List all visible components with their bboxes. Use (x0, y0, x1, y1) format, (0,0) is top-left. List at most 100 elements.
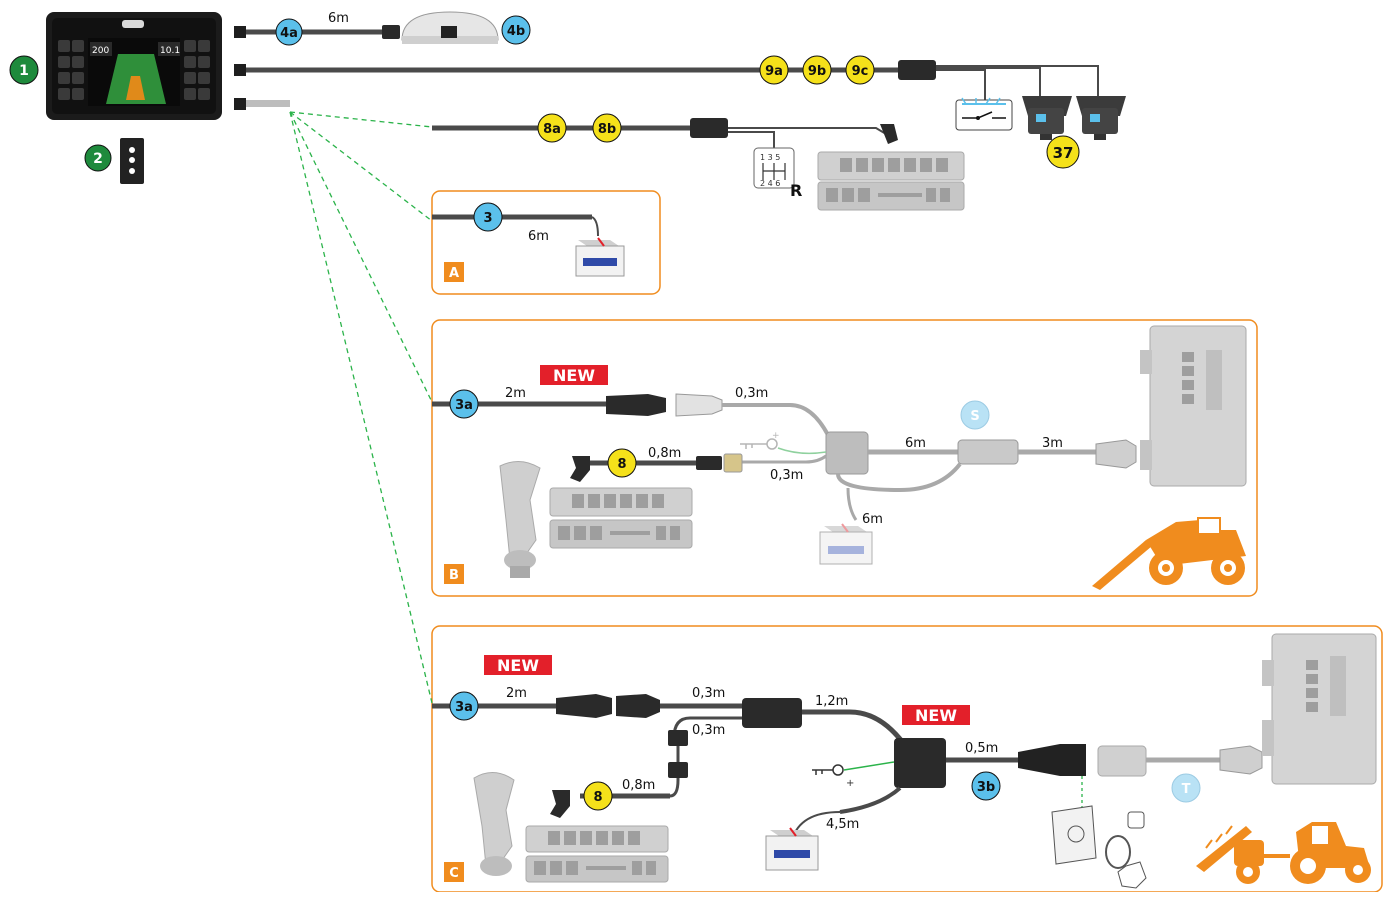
b-grey-split-bottom (740, 454, 827, 464)
connector-9 (898, 60, 936, 80)
badge-4a-label: 4a (280, 26, 298, 41)
c-joy-plug-mid (668, 762, 688, 778)
ignition-key-icon: + (740, 431, 780, 450)
gps-plug (382, 25, 400, 39)
new-badge-c2: NEW (902, 705, 970, 725)
gear-bottom: 2 4 6 (760, 179, 780, 188)
c-mid-cable (802, 709, 906, 746)
mount-bracket-icon (120, 138, 144, 184)
badge-3a-b-label: 3a (455, 398, 473, 413)
switch-box-icon (549, 487, 693, 549)
length-b-batt: 6m (862, 512, 883, 527)
switch-box-icon (525, 825, 669, 883)
c-joy-elbow (550, 790, 570, 818)
c-plug-right (616, 694, 660, 718)
c-joy-plug-top (668, 730, 688, 746)
badge-8-b: 8 (607, 448, 637, 478)
length-c-joy: 0,8m (622, 778, 655, 793)
display-left-value: 200 (92, 46, 109, 56)
badge-9b: 9b (802, 55, 832, 85)
c-batt-cable (839, 786, 902, 814)
panel-b-tag: B (444, 564, 464, 584)
svg-text:+: + (846, 778, 854, 789)
a-cable-lead (591, 216, 599, 237)
new-badge-c: NEW (484, 655, 552, 675)
badge-8a: 8a (537, 113, 567, 143)
b-joy-elbow (570, 456, 590, 482)
b-s-connector (957, 439, 1019, 465)
connector-8 (690, 118, 728, 138)
badge-t-label: T (1182, 782, 1191, 797)
badge-37: 37 (1046, 135, 1080, 169)
ignition-key-icon: + (812, 764, 854, 789)
camera-icon (1022, 96, 1072, 140)
new-badge-b-label: NEW (553, 366, 595, 385)
connector-3-fade (246, 100, 290, 107)
badge-37-label: 37 (1053, 144, 1074, 162)
panel-a-frame (431, 190, 661, 295)
badge-3-label: 3 (483, 211, 492, 226)
badge-2-label: 2 (93, 151, 103, 167)
gear-reverse: R (790, 181, 802, 200)
gps-antenna-icon (401, 11, 499, 44)
joystick-icon (499, 461, 541, 578)
badge-3: 3 (473, 202, 503, 232)
badge-2: 2 (84, 144, 112, 172)
sprayer-switch-icon (955, 97, 1013, 131)
c-right-plug (1219, 745, 1263, 775)
badge-3a-c: 3a (449, 691, 479, 721)
elbow-plug (880, 124, 898, 144)
new-badge-c2-label: NEW (915, 706, 957, 725)
badge-9a: 9a (759, 55, 789, 85)
camera-icon (1076, 96, 1126, 140)
control-unit-icon (1262, 633, 1377, 785)
length-b-right: 3m (1042, 436, 1063, 451)
length-gps: 6m (328, 11, 349, 26)
c-junction (742, 698, 802, 728)
c-adapter (894, 738, 946, 788)
badge-8-b-label: 8 (617, 457, 626, 472)
b-joy-plug (696, 456, 722, 470)
battery-icon (575, 237, 625, 277)
panel-b-frame (431, 319, 1258, 597)
c-round-plug-grey (1097, 745, 1147, 777)
b-joy-plug-grey (723, 453, 743, 473)
c-key-wire (843, 761, 895, 771)
length-c-split-bottom: 0,3m (692, 723, 725, 738)
c-plug-left (556, 694, 612, 718)
display-right-value: 10.1 (160, 46, 180, 56)
badge-3a-c-label: 3a (455, 700, 473, 715)
badge-8-c-label: 8 (593, 790, 602, 805)
b-plug-grey (675, 393, 723, 417)
tractor-sprayer-icon (1196, 822, 1371, 884)
length-c-mid: 1,2m (815, 694, 848, 709)
mount-plate-icon (1051, 805, 1147, 889)
badge-3b: 3b (971, 771, 1001, 801)
length-c-main: 2m (506, 686, 527, 701)
length-b-split-top: 0,3m (735, 386, 768, 401)
control-unit-icon (1140, 325, 1247, 487)
panel-c-tag: C (444, 862, 464, 882)
badge-s: S (960, 400, 990, 430)
joystick-icon (473, 772, 515, 876)
length-c-batt: 4,5m (826, 817, 859, 832)
badge-9a-label: 9a (765, 64, 783, 79)
switch-box-icon (817, 151, 965, 211)
badge-9b-label: 9b (808, 64, 826, 79)
display-connectors (234, 26, 246, 110)
c-joy-cable-v (669, 738, 680, 798)
new-badge-c-label: NEW (497, 656, 539, 675)
battery-icon (765, 827, 819, 871)
panel-a-tag: A (444, 262, 464, 282)
badge-1-label: 1 (19, 63, 29, 79)
length-a-batt: 6m (528, 229, 549, 244)
b-plug-black (606, 394, 666, 416)
length-b-main: 2m (505, 386, 526, 401)
badge-8b-label: 8b (598, 122, 616, 137)
badge-1: 1 (9, 55, 39, 85)
length-c-split-top: 0,3m (692, 686, 725, 701)
b-batt-lead (846, 487, 858, 521)
badge-s-label: S (970, 409, 979, 424)
